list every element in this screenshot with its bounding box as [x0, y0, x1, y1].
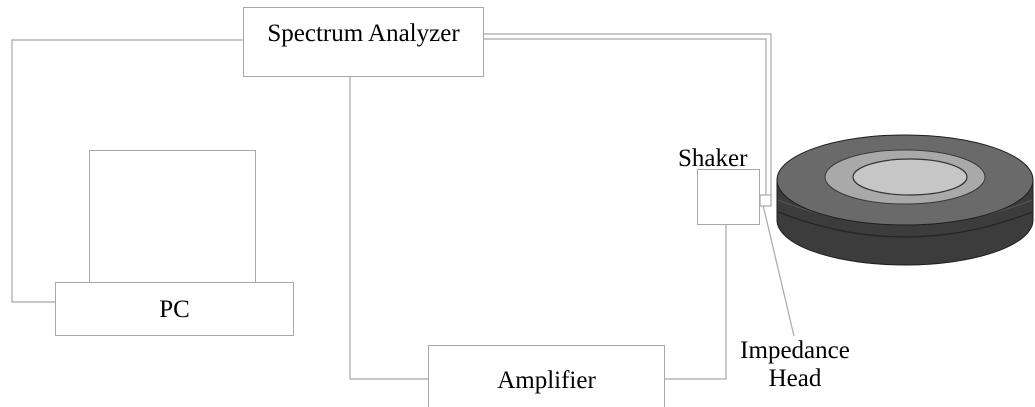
impedance-head-label-line1: Impedance [740, 337, 850, 364]
shaker-label: Shaker [678, 145, 748, 172]
pc-box: PC [55, 282, 294, 336]
shaker-box [697, 169, 760, 225]
connector-analyzer-amplifier [349, 76, 428, 380]
spectrum-analyzer-label: Spectrum Analyzer [267, 20, 460, 48]
connector-impedance-analyzer-outer [484, 33, 772, 195]
pc-label: PC [159, 295, 190, 323]
connector-impedance-analyzer-inner [484, 38, 767, 195]
impedance-head-label: Impedance Head [730, 337, 860, 393]
amplifier-label: Amplifier [497, 366, 596, 394]
connector-amplifier-shaker [665, 224, 727, 380]
amplifier-box: Amplifier [428, 345, 665, 407]
impedance-head-leader [762, 204, 795, 337]
pc-monitor [89, 150, 256, 290]
test-specimen [776, 134, 1034, 266]
impedance-head [759, 194, 772, 207]
connector-analyzer-pc [11, 39, 243, 303]
spectrum-analyzer-box: Spectrum Analyzer [243, 7, 484, 77]
impedance-head-label-line2: Head [768, 365, 822, 392]
